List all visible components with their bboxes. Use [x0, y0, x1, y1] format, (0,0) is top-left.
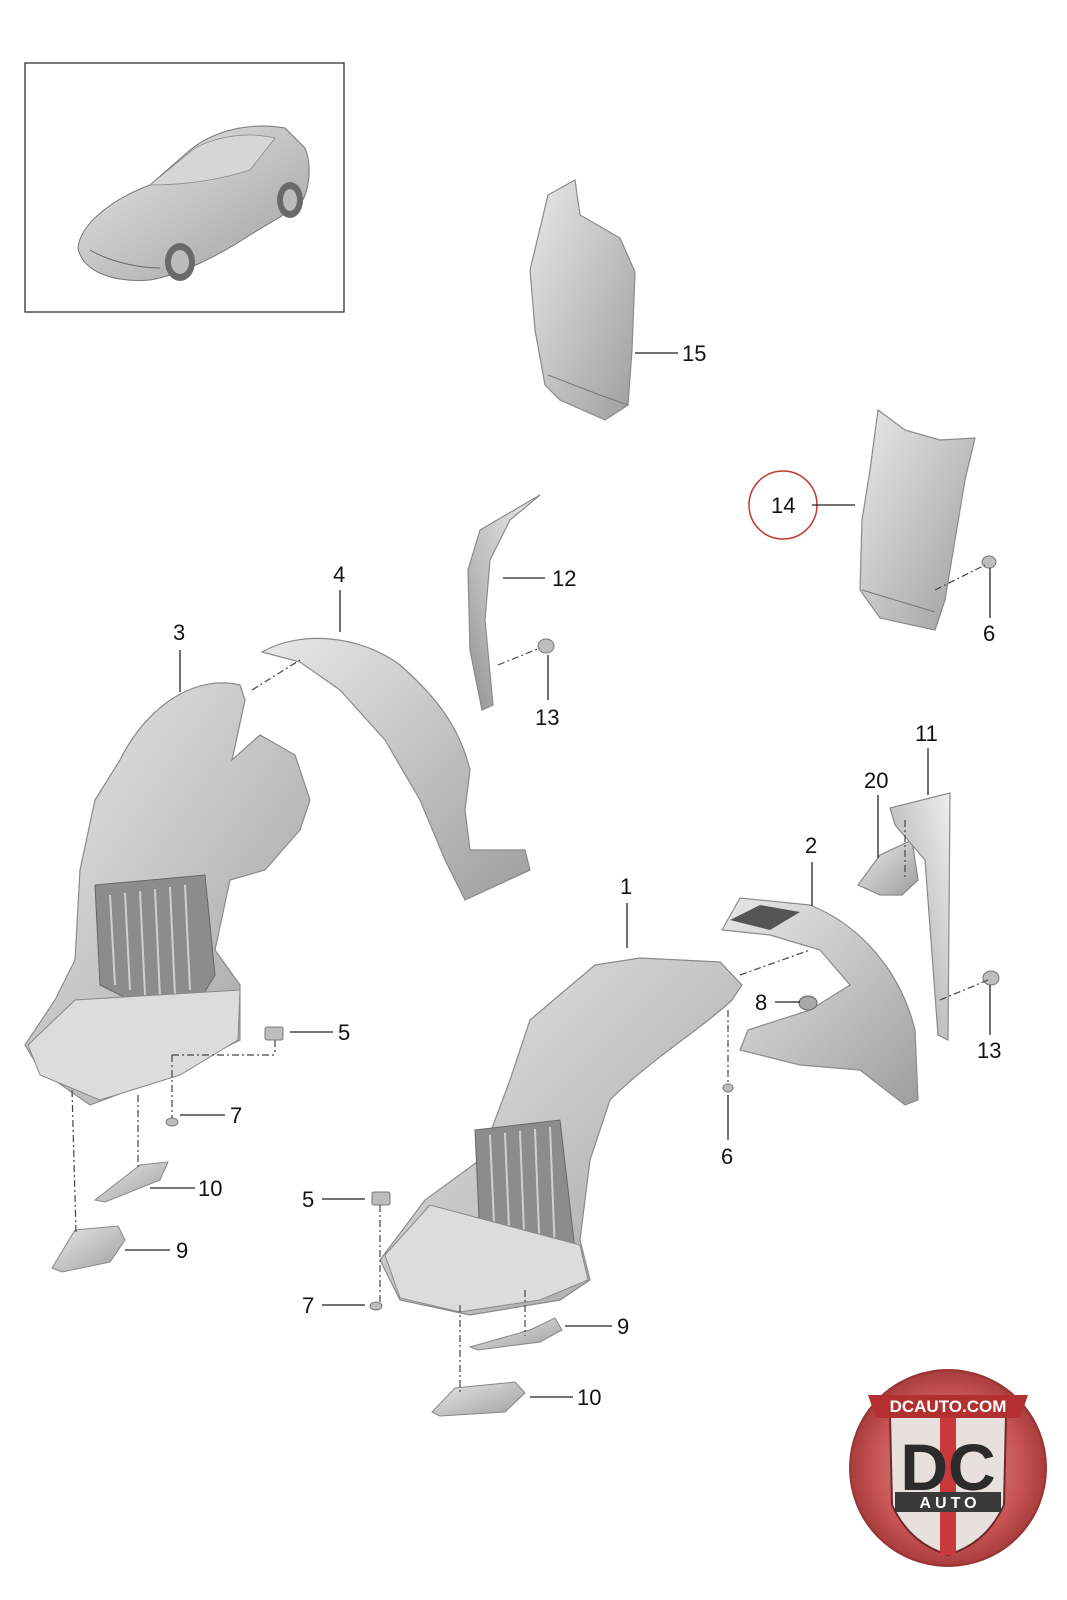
- callout-9-left: 9: [176, 1238, 188, 1263]
- part-9b: [468, 1317, 563, 1351]
- part-2-wheel-arch-liner: [721, 897, 919, 1106]
- callout-5-left: 5: [338, 1020, 350, 1045]
- part-10a: [93, 1161, 169, 1203]
- callout-13-top: 13: [535, 705, 559, 730]
- clip-13a: [537, 638, 555, 654]
- callout-3: 3: [173, 620, 185, 645]
- part-9a: [51, 1225, 126, 1273]
- callout-1: 1: [620, 874, 632, 899]
- clip-6a: [981, 555, 997, 569]
- clip-5a: [264, 1026, 284, 1041]
- clip-13b: [982, 970, 1000, 986]
- car-inset: [24, 62, 345, 313]
- dcauto-logo: DCAUTO.COM DC AUTO: [849, 1369, 1047, 1567]
- nut-8: [798, 995, 818, 1011]
- callout-14: 14: [771, 493, 795, 518]
- car-illustration: [77, 125, 310, 281]
- part-10b: [431, 1381, 526, 1417]
- callout-11: 11: [915, 721, 938, 746]
- callout-20: 20: [864, 768, 888, 793]
- callout-4: 4: [333, 562, 345, 587]
- part-4-wheel-arch-liner: [260, 637, 531, 901]
- callout-6-top: 6: [983, 621, 995, 646]
- callout-7-center: 7: [302, 1293, 314, 1318]
- assembly-lines: [71, 564, 989, 1392]
- part-15-liner-rear: [529, 179, 636, 421]
- callout-7-left: 7: [230, 1103, 242, 1128]
- part-20-bracket: [857, 839, 919, 896]
- callout-12: 12: [552, 566, 576, 591]
- clip-6b: [722, 1083, 734, 1093]
- callout-9-center: 9: [617, 1314, 629, 1339]
- part-3-front-wheel-housing: [24, 682, 311, 1106]
- part-11-trim-strip: [889, 792, 951, 1041]
- part-14-liner-rear: [859, 408, 976, 631]
- callout-labels: 15 14 6 12 4 3 13 11 20 2 1 8 13 5 7 6 1…: [173, 341, 1001, 1410]
- screw-7b: [369, 1301, 383, 1311]
- callout-10-center: 10: [577, 1385, 601, 1410]
- fasteners: [51, 555, 1000, 1417]
- clip-5b: [371, 1191, 391, 1206]
- screw-7a: [165, 1117, 179, 1127]
- logo-domain-text: DCAUTO.COM: [890, 1397, 1007, 1416]
- callout-8: 8: [755, 990, 767, 1015]
- part-1-front-wheel-housing: [379, 957, 743, 1316]
- callout-10-left: 10: [198, 1176, 222, 1201]
- callout-15: 15: [682, 341, 706, 366]
- logo-dc-text: DC: [900, 1430, 995, 1504]
- callout-5-center: 5: [302, 1187, 314, 1212]
- part-12-trim-strip: [467, 494, 541, 711]
- callout-2: 2: [805, 833, 817, 858]
- logo-auto-text: AUTO: [919, 1495, 980, 1512]
- callout-6-center: 6: [721, 1144, 733, 1169]
- leader-lines: [125, 352, 991, 1398]
- callout-13-right: 13: [977, 1038, 1001, 1063]
